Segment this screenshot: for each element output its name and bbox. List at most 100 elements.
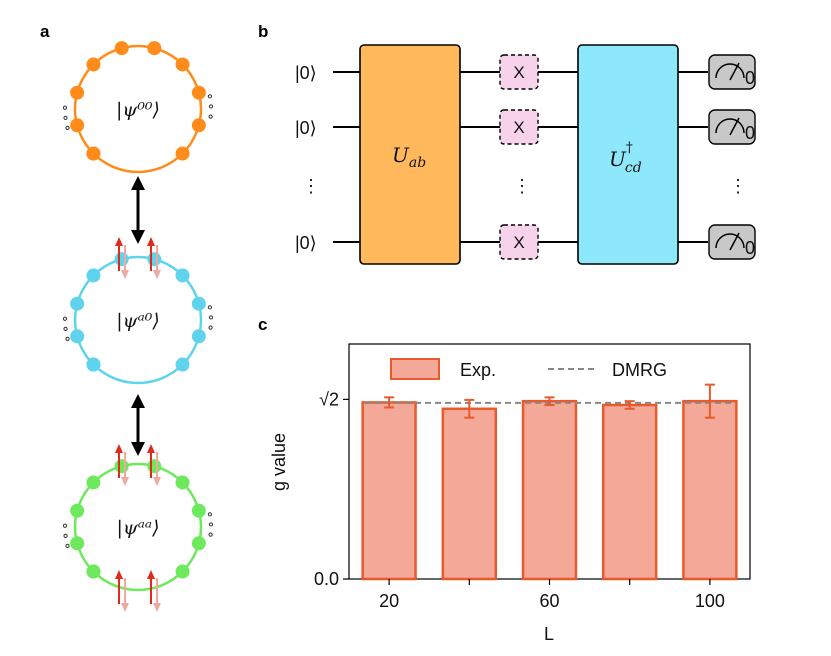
panel-label-a: a bbox=[40, 22, 50, 41]
input-ket-2: |0⟩ bbox=[295, 118, 317, 138]
transition-arrow-top bbox=[131, 176, 145, 244]
spin-arrow-pair bbox=[147, 444, 161, 486]
x-gate-n: X bbox=[499, 224, 539, 260]
ellipsis-dot bbox=[63, 533, 68, 538]
y-axis-label: g value bbox=[269, 433, 289, 491]
x-tick-label: 100 bbox=[695, 591, 725, 611]
x-gate-label: X bbox=[513, 63, 524, 82]
measurement-meters: 0 0 0 bbox=[708, 54, 756, 260]
meter-subscript: 0 bbox=[745, 68, 755, 88]
ring-site bbox=[86, 357, 101, 372]
ring-site bbox=[175, 146, 190, 161]
ring-1: |ψ⁰⁰⟩ bbox=[62, 41, 214, 174]
panel-label-b: b bbox=[258, 22, 268, 41]
ellipsis-dot bbox=[62, 316, 68, 321]
ellipsis-dot bbox=[207, 512, 212, 517]
x-gate-1: X bbox=[499, 54, 539, 90]
ellipsis-dot bbox=[65, 336, 70, 341]
ring-site bbox=[114, 459, 129, 474]
meter-arc bbox=[715, 233, 745, 249]
ring-states-panel: |ψ⁰⁰⟩ |ψᵃ⁰⟩ |ψᵃᵃ⟩ bbox=[62, 41, 214, 612]
ring-state-label: |ψ⁰⁰⟩ bbox=[116, 99, 160, 121]
ring-site bbox=[175, 357, 190, 372]
ring-site bbox=[147, 41, 162, 56]
ring-site bbox=[86, 146, 101, 161]
ring-site bbox=[70, 118, 85, 133]
x-gate-label: X bbox=[513, 118, 524, 137]
meter-needle bbox=[729, 117, 740, 136]
ring-2: |ψᵃ⁰⟩ bbox=[62, 237, 214, 385]
error-bars-layer bbox=[384, 383, 715, 419]
u-ab-label: Uab bbox=[392, 143, 426, 171]
legend: Exp. DMRG bbox=[390, 358, 667, 380]
error-bar-60 bbox=[544, 396, 555, 406]
x-tick-label: 60 bbox=[539, 591, 559, 611]
ring-site bbox=[191, 118, 206, 133]
ellipsis-dot bbox=[63, 115, 68, 120]
legend-dmrg-label: DMRG bbox=[612, 360, 667, 380]
ellipsis-dot bbox=[65, 543, 70, 548]
ring-site bbox=[191, 536, 206, 551]
ring-site bbox=[191, 329, 206, 344]
meter-subscript: 0 bbox=[745, 238, 755, 258]
bar-40 bbox=[441, 407, 498, 581]
meter-1: 0 bbox=[708, 54, 756, 90]
error-bar-100 bbox=[704, 383, 715, 419]
meter-box bbox=[708, 224, 756, 260]
panel-label-c: c bbox=[258, 315, 267, 334]
meter-needle bbox=[729, 232, 740, 251]
ring-site bbox=[70, 85, 85, 100]
bar-20 bbox=[361, 401, 417, 581]
input-ellipsis: ⋮ bbox=[302, 176, 320, 196]
x-gate-2: X bbox=[499, 109, 539, 145]
ellipsis-dot bbox=[208, 315, 214, 320]
ring-site bbox=[175, 57, 190, 72]
ring-site bbox=[86, 268, 101, 283]
ring-circle bbox=[73, 462, 203, 592]
ring-circle bbox=[73, 255, 203, 385]
spin-arrow-pair bbox=[115, 444, 129, 486]
ring-site bbox=[191, 85, 206, 100]
ring-site bbox=[175, 564, 190, 579]
spin-arrow-pair bbox=[115, 570, 129, 612]
bar-60 bbox=[521, 399, 578, 581]
ellipsis-dot bbox=[62, 105, 68, 110]
input-ket-n: |0⟩ bbox=[295, 233, 317, 253]
ring-site bbox=[175, 268, 190, 283]
ellipsis-dot bbox=[208, 522, 214, 527]
bars-layer bbox=[361, 399, 738, 581]
ring-site bbox=[147, 252, 162, 267]
ring-site bbox=[191, 503, 206, 518]
meter-subscript: 0 bbox=[745, 123, 755, 143]
meter-needle bbox=[729, 62, 740, 81]
error-bar-40 bbox=[464, 398, 475, 419]
ellipsis-dot bbox=[208, 114, 213, 119]
ring-site bbox=[114, 41, 129, 56]
y-tick-label: √2 bbox=[319, 389, 339, 409]
legend-exp-swatch bbox=[390, 358, 440, 380]
ring-site bbox=[175, 475, 190, 490]
meter-arc bbox=[715, 63, 745, 79]
spin-arrow-pair bbox=[147, 570, 161, 612]
bar-100 bbox=[682, 399, 738, 581]
x-axis-label: L bbox=[544, 624, 554, 644]
ring-site bbox=[191, 296, 206, 311]
spin-arrow-pair bbox=[115, 237, 129, 279]
ring-site bbox=[70, 536, 85, 551]
ring-site bbox=[86, 475, 101, 490]
ring-circle bbox=[73, 44, 203, 174]
spin-arrow-pair bbox=[147, 237, 161, 279]
ellipsis-dot bbox=[207, 305, 212, 310]
ellipsis-dot bbox=[208, 532, 213, 537]
ring-site bbox=[86, 564, 101, 579]
error-bar-20 bbox=[384, 396, 395, 409]
ellipsis-dot bbox=[65, 125, 70, 130]
ellipsis-dot bbox=[208, 104, 214, 109]
ring-site bbox=[114, 252, 129, 267]
quantum-circuit: |0⟩ |0⟩ ⋮ |0⟩ Uab X X ⋮ X U†cd 000 ⋮ bbox=[295, 44, 756, 265]
input-ket-1: |0⟩ bbox=[295, 63, 317, 83]
ring-state-label: |ψᵃᵃ⟩ bbox=[117, 517, 160, 539]
meter-box bbox=[708, 54, 756, 90]
bar-80 bbox=[601, 403, 658, 581]
